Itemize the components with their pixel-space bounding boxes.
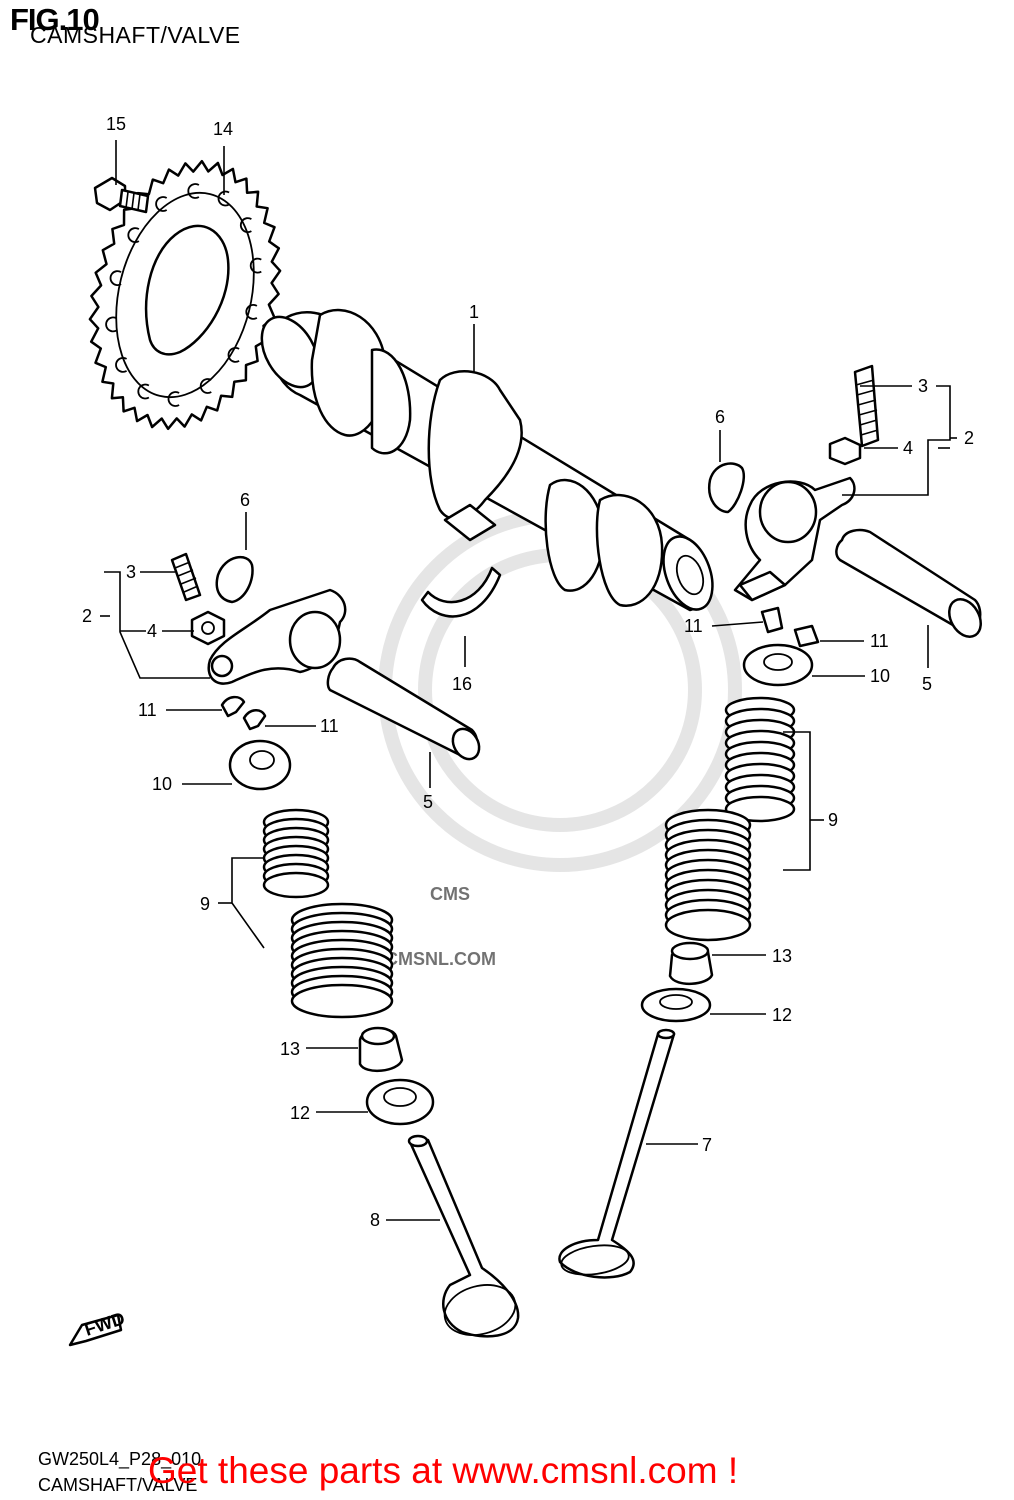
spring-coil: [290, 983, 394, 1019]
spring-seat-right: [640, 987, 712, 1023]
callout-11-left-a: 11: [138, 700, 157, 720]
sprocket-hole: [227, 347, 240, 363]
sprocket-hole: [199, 378, 212, 394]
exhaust-valve: [558, 1028, 676, 1279]
watermark-brand: CMS: [430, 884, 470, 904]
figure-number: FIG.10: [10, 2, 100, 37]
valve-cotter-right-a: [760, 606, 784, 634]
callout-12-left: 12: [290, 1103, 310, 1123]
rocker-adjust-screw-right: [853, 364, 880, 448]
callout-4-right: 4: [903, 438, 913, 458]
callout-3-right: 3: [918, 376, 928, 396]
drawing-name: CAMSHAFT/VALVE: [38, 1475, 198, 1495]
spring-coil: [724, 795, 796, 823]
sprocket-hole: [105, 316, 118, 333]
valve-stem-seal-right: [668, 941, 714, 985]
sprocket-bolt: [93, 176, 150, 214]
rocker-shaft-left: [326, 657, 481, 761]
sprocket-hole: [245, 304, 258, 320]
callout-9-right: 9: [828, 810, 838, 830]
valve-cotter-left-a: [220, 695, 246, 718]
spring-seat-left: [365, 1078, 435, 1126]
cam-sprocket: [88, 159, 282, 431]
valve-cotter-right-b: [793, 624, 820, 648]
sprocket-hole: [249, 257, 262, 274]
callout-11-right-b: 11: [870, 631, 889, 651]
shop-link-banner[interactable]: Get these parts at www.cmsnl.com !: [148, 1450, 739, 1491]
camshaft: [260, 308, 714, 612]
callout-6-right: 6: [715, 407, 725, 427]
callout-9-left: 9: [200, 894, 210, 914]
valve-spring-outer-left: [290, 902, 394, 1019]
callout-10-right: 10: [870, 666, 890, 686]
callout-13-right: 13: [772, 946, 792, 966]
sprocket-hole: [127, 227, 140, 243]
sprocket-hole: [167, 391, 180, 407]
callout-6-left: 6: [240, 490, 250, 510]
spring-retainer-right: [742, 643, 814, 687]
diagram-subtitle: CAMSHAFT/VALVE: [30, 22, 241, 48]
gasket-ring-right: [707, 462, 745, 514]
callout-11-right-a: 11: [684, 616, 703, 636]
sprocket-hole: [115, 357, 128, 373]
lock-nut-left: [190, 610, 226, 646]
sprocket-hole: [155, 196, 168, 212]
valve-spring-inner-left: [262, 808, 330, 899]
camshaft-bearing-half: [420, 566, 502, 618]
callout-2-left: 2: [82, 606, 92, 626]
rocker-shaft-right: [835, 528, 982, 638]
valve-stem-seal-left: [358, 1026, 404, 1072]
callout-5-left: 5: [423, 792, 433, 812]
sprocket-hole: [109, 270, 122, 286]
rocker-arm-intake: [207, 588, 347, 685]
spring-retainer-left: [228, 739, 292, 791]
drawing-code: GW250L4_P28_010: [38, 1449, 202, 1469]
callout-1: 1: [469, 302, 479, 322]
forward-direction-arrow-icon: FWD: [68, 1308, 127, 1347]
callout-14: 14: [213, 119, 233, 139]
spring-coil: [262, 871, 330, 899]
rocker-arm-exhaust: [733, 476, 856, 602]
callout-13-left: 13: [280, 1039, 300, 1059]
callout-11-left-b: 11: [320, 716, 339, 736]
callout-10-left: 10: [152, 774, 172, 794]
callout-5-right: 5: [922, 674, 932, 694]
callout-12-right: 12: [772, 1005, 792, 1025]
leader-lines: [100, 140, 957, 1221]
callout-3-left: 3: [126, 562, 136, 582]
gasket-ring-left: [215, 555, 254, 604]
spring-coil: [664, 908, 752, 942]
callout-8: 8: [370, 1210, 380, 1230]
rocker-adjust-screw-left: [170, 552, 202, 602]
sprocket-hole: [187, 183, 200, 199]
sprocket-hole: [239, 217, 252, 233]
valve-spring-outer-right: [664, 808, 752, 942]
sprocket-hole: [217, 190, 230, 207]
sprocket-hole: [137, 383, 150, 400]
callout-2-right: 2: [964, 428, 974, 448]
valve-spring-inner-right: [724, 696, 796, 823]
callout-15: 15: [106, 114, 126, 134]
callout-16: 16: [452, 674, 472, 694]
callout-labels: 15 14 1 6 3 4 2 6 3 2 4 11 11 10 5 16 11…: [82, 114, 974, 1230]
callout-4-left: 4: [147, 621, 157, 641]
valve-cotter-left-b: [242, 709, 267, 731]
callout-7: 7: [702, 1135, 712, 1155]
intake-valve: [407, 1134, 520, 1338]
lock-nut-right: [828, 436, 862, 466]
